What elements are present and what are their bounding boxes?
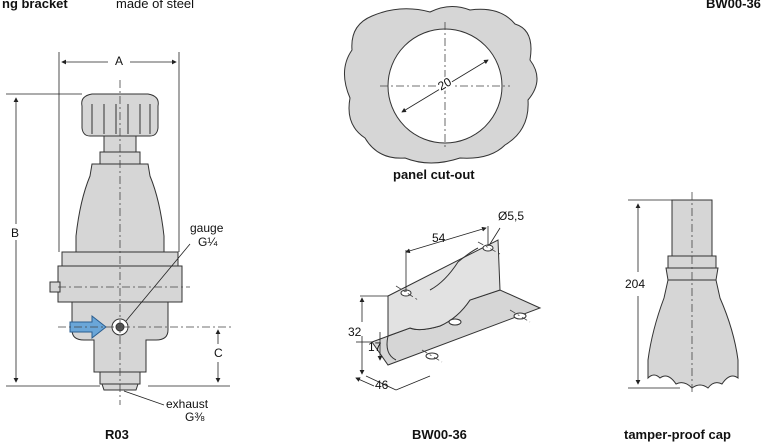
bracket-material: made of steel [116, 0, 195, 11]
dim-b-label: B [10, 226, 21, 240]
dim-a-label: A [113, 54, 126, 68]
exhaust-thread-label: G⅜ [185, 410, 205, 424]
gauge-port-arrow [69, 314, 107, 340]
bracket-title: ng bracket [2, 0, 68, 11]
gauge-thread-label: G¼ [198, 235, 218, 249]
hole-diameter-label: Ø5,5 [498, 209, 525, 223]
dim-17-label: 17 [368, 340, 382, 354]
dim-32-label: 32 [348, 325, 362, 339]
dim-46-label: 46 [375, 378, 389, 392]
gauge-label: gauge [190, 221, 224, 235]
dim-204-label: 204 [624, 277, 647, 291]
bracket-bw00-36-drawing [371, 239, 542, 366]
bracket-caption: BW00-36 [412, 427, 467, 442]
tamper-proof-cap-drawing [647, 199, 739, 389]
regulator-caption: R03 [105, 427, 129, 442]
panel-caption: panel cut-out [393, 167, 475, 182]
dim-c-label: C [213, 346, 224, 360]
exhaust-label: exhaust [166, 397, 209, 411]
dim-54-label: 54 [432, 231, 446, 245]
header-right-code: BW00-36 [706, 0, 761, 11]
regulator-r03-drawing [49, 93, 183, 391]
cap-caption: tamper-proof cap [624, 427, 731, 442]
